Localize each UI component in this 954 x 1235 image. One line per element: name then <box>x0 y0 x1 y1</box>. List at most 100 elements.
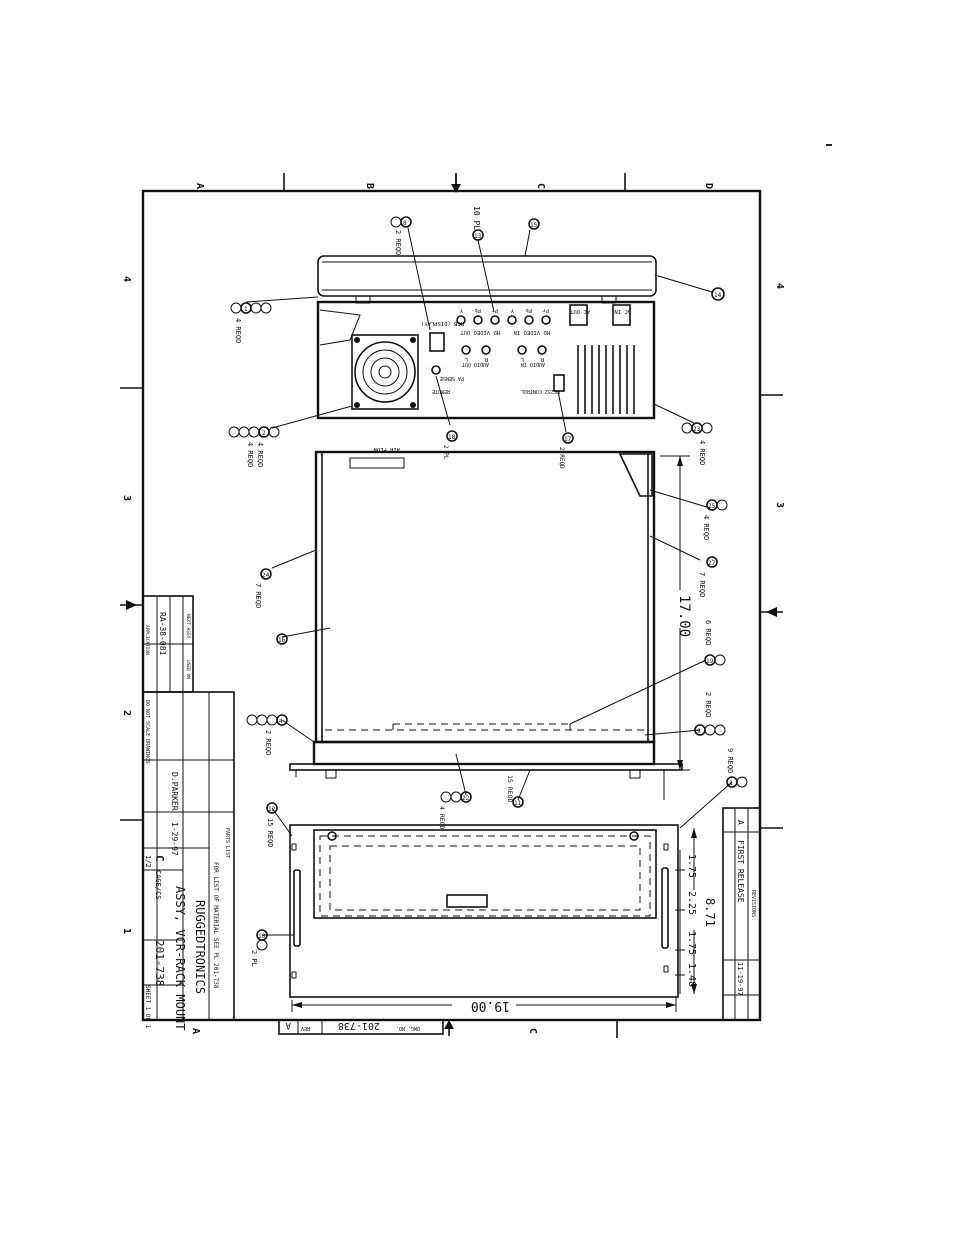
title-drawing-title: ASSY, VCR-RACK MOUNT <box>173 886 187 1031</box>
title-next-assy: RA-38-081 <box>158 612 167 656</box>
label-audio-in: AUDIO IN <box>521 361 545 367</box>
rs232-connector <box>553 374 565 392</box>
rgb-connector <box>429 332 445 352</box>
callout-qty-24: 7 REQD <box>254 583 262 608</box>
callout-balloon-11 <box>512 796 524 808</box>
callout-qty-4: 2 REQD <box>264 730 272 755</box>
zone-label-top-d: D <box>703 183 714 189</box>
callout-qty-22: 4 REQD <box>438 806 446 830</box>
callout-num-25: 25 <box>708 503 716 510</box>
zone-label-bottom-c: C <box>527 1028 538 1034</box>
title-used-on-header: USED ON <box>185 660 191 679</box>
bottom-strip <box>278 1019 444 1035</box>
title-scale: 1/2 <box>144 855 152 868</box>
scan-mark <box>826 144 832 146</box>
zone-label-top-c: C <box>535 183 546 189</box>
callout-balloon-22 <box>440 791 472 803</box>
callout-balloon-25 <box>706 499 728 511</box>
revision-date: 11-19-97 <box>736 962 744 996</box>
callout-num-24: 24 <box>262 572 270 579</box>
zone-label-left-3: 3 <box>121 495 132 501</box>
zone-label-left-2: 2 <box>121 710 132 716</box>
title-dwg-no: 201-738 <box>153 940 166 986</box>
callout-qty-10: 2 PL <box>250 950 258 967</box>
dim-seg4: 1.48 <box>686 963 697 987</box>
center-arrows <box>126 176 777 1036</box>
title-drawn-by: D.PARKER <box>170 772 179 811</box>
callout-num-17: 17 <box>564 436 572 443</box>
callout-num-4: 4 <box>279 718 283 725</box>
callout-num-2: 2 <box>262 430 266 437</box>
label-rgb: RGB (DISPLAY) <box>421 320 464 326</box>
callout-num-27: 27 <box>708 560 716 567</box>
callout-balloon-27 <box>706 556 718 568</box>
callout-qty-19: 6 REQD <box>704 620 712 645</box>
callout-balloon-23 <box>681 422 713 434</box>
strip-dwg-label: DWG. NO. <box>396 1025 420 1031</box>
callout-num-3: 3 <box>729 780 733 787</box>
callout-num-22: 22 <box>462 795 470 802</box>
chassis-side-view <box>314 450 656 744</box>
zone-label-right-3: 3 <box>774 502 785 508</box>
label-audio-l1: L <box>464 356 468 362</box>
title-drawn-date: 1-29-97 <box>170 822 179 856</box>
label-air-flow: AIR FLOW <box>373 446 400 452</box>
title-size: C <box>153 855 166 862</box>
callout-num-15: 15 <box>530 222 538 229</box>
video-jacks <box>456 315 551 325</box>
callout-balloon-15 <box>528 218 540 230</box>
callout-balloon-10 <box>256 929 268 951</box>
revision-description: FIRST RELEASE <box>736 840 745 903</box>
callout-num-18: 18 <box>448 434 456 441</box>
label-remote: REMOTE <box>432 388 450 394</box>
callout-num-8: 8 <box>403 220 407 227</box>
callout-balloon-19 <box>704 654 726 666</box>
label-rs232: RS232 CONTROL <box>521 388 560 394</box>
label-video-in: HD VIDEO IN <box>514 329 550 335</box>
label-audio-l2: L <box>520 356 524 362</box>
label-pa-sense: PA SENSE <box>440 375 464 381</box>
callout-num-23: 23 <box>693 426 701 433</box>
label-jack-5: Pb <box>525 307 532 313</box>
callout-balloons <box>228 216 748 951</box>
callout-balloon-3 <box>726 776 748 788</box>
callout-balloon-8 <box>390 216 412 228</box>
label-jack-1: Y <box>459 307 463 313</box>
revision-rev: A <box>736 820 745 825</box>
label-ac-in: AC IN <box>614 308 631 314</box>
callout-num-14: 14 <box>714 292 722 299</box>
zone-label-bottom-a: A <box>190 1028 201 1034</box>
dim-seg3: 1.75 <box>686 931 697 955</box>
callout-qty-18: 2 PL <box>442 445 449 460</box>
label-jack-3: Pr <box>491 307 498 313</box>
label-jack-6: Pr <box>542 307 549 313</box>
label-ac-out: AC OUT <box>569 308 590 314</box>
zone-label-top-b: B <box>364 183 375 189</box>
callout-num-12: 12 <box>268 806 276 813</box>
callout-balloon-1 <box>230 302 272 314</box>
title-parts-list: PARTS LIST <box>224 828 230 858</box>
dim-seg2: 2.25 <box>686 891 697 915</box>
title-sheet: SHEET 1 OF 1 <box>144 985 151 1029</box>
dim-width: 19.00 <box>471 998 510 1013</box>
callout-qty-3: 9 REQD <box>726 748 734 773</box>
label-video-out: HD VIDEO OUT <box>460 329 500 335</box>
strip-dwg-no: 201-738 <box>338 1020 380 1031</box>
label-jack-4: Y <box>510 307 514 313</box>
callout-qty-20: 4 REQD <box>246 442 254 467</box>
title-next-assy-header: NEXT ASSY <box>185 614 191 639</box>
callout-qty-2: 4 REQD <box>256 442 264 467</box>
remote-jack <box>431 365 441 375</box>
label-audio-r2: R <box>540 356 544 362</box>
callout-qty-12: 15 REQD <box>266 818 274 848</box>
label-jack-2: Pb <box>474 307 481 313</box>
callout-qty-9: 2 REQD <box>704 692 712 717</box>
front-panel-edge <box>289 740 683 800</box>
callout-balloon-9 <box>694 724 726 736</box>
ac-in-connector <box>612 304 631 326</box>
callout-balloon-2 <box>228 426 280 438</box>
ac-out-connector <box>569 304 588 326</box>
callout-qty-27: 7 REQD <box>698 572 706 597</box>
callout-qty-1: 4 REQD <box>234 318 242 343</box>
